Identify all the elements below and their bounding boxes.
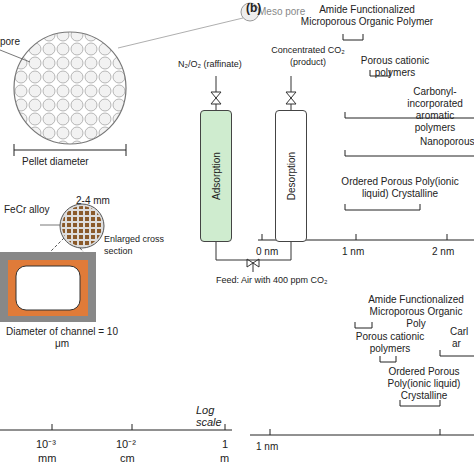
pipe-connector [216,242,291,260]
label: Diameter of channel = 10 μm [2,326,122,350]
label: 0 nm [256,246,296,258]
label: 10⁻² [116,438,146,450]
label: 10⁻³ [36,438,66,450]
label: Feed: Air with 400 ppm CO₂ [216,274,336,286]
label: N₂/O₂ (raffinate) [178,58,268,70]
label: 1 nm [342,246,382,258]
label: Pellet diameter [22,156,122,168]
column-label: Desorption [286,152,297,200]
label: 2-4 mm [76,195,126,207]
label: Concentrated CO₂ (product) [262,44,354,68]
label: pore [0,36,40,48]
column-box: Desorption [275,110,307,242]
label: mm [38,452,68,464]
label: ar [452,338,472,350]
label: FeCr alloy [4,204,64,216]
label: Carl [450,326,472,338]
column-label: Adsorption [211,152,222,200]
label: Log scale [196,404,240,428]
label: 2 nm [432,246,472,258]
label: Porous cationic polymers [350,331,430,355]
label: Ordered Porous Poly(ionic liquid) Crysta… [335,176,465,200]
label: m [220,452,240,464]
label: cm [120,452,150,464]
label: Carbonyl-incorporated aromatic polymers [396,86,474,134]
label: Amide Functionalized Microporous Organic… [292,4,442,28]
label: 1 [222,438,242,450]
label: Nanoporous [420,136,474,148]
label: Ordered Porous Poly(ionic liquid) Crysta… [374,366,474,402]
label: 1 nm [256,441,296,453]
label: Enlarged cross section [104,233,166,257]
label: (b) [246,2,276,14]
label: Amide Functionalized Microporous Organic… [360,294,472,330]
column-box: Adsorption [200,110,232,242]
label: Porous cationic polymers [340,55,450,79]
